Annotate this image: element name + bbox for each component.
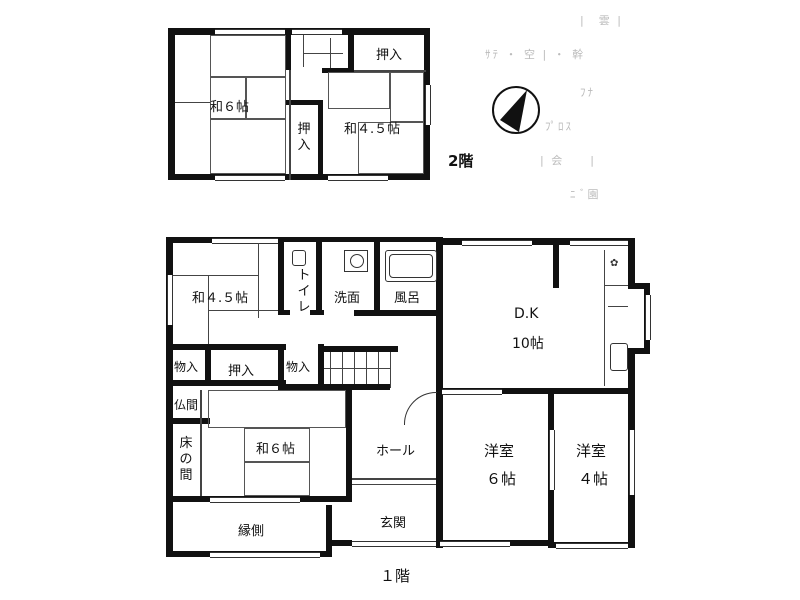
room-label-2f-washitsu-4-5: 和４.５帖: [344, 122, 401, 137]
room-label-1f-monoire-left: 物入: [174, 360, 199, 374]
room-label-1f-washitsu-4-5: 和４.５帖: [192, 291, 249, 306]
room-label-1f-washitsu-6: 和６帖: [256, 442, 296, 457]
floor-label-1f: １階: [380, 567, 411, 585]
room-label-1f-oshiire: 押入: [228, 364, 255, 379]
room-label-1f-dk-size: 10帖: [512, 336, 544, 352]
faint-scan-text: | 会 |: [540, 154, 596, 167]
floor-label-2f: 2階: [448, 152, 474, 170]
room-label-1f-engawa: 縁側: [238, 524, 265, 539]
room-label-1f-youshitsu-6-size: ６帖: [486, 470, 517, 488]
room-label-1f-monoire-right: 物入: [286, 360, 311, 374]
bathtub-icon: [385, 250, 437, 282]
room-label-2f-oshiire-top: 押入: [376, 48, 403, 63]
faint-scan-text: ﾌﾟﾛｽ: [545, 120, 573, 133]
room-label-1f-youshitsu-4: 洋室: [576, 442, 607, 460]
faint-scan-text: | 雲 |: [580, 14, 623, 27]
room-label-1f-toilet: ト イ レ: [297, 268, 311, 315]
room-label-1f-hall: ホール: [376, 444, 416, 459]
room-label-1f-genkan: 玄関: [380, 516, 407, 531]
faint-scan-text: ﾆ ﾞ園: [570, 188, 601, 201]
room-label-1f-dk: D.K: [514, 306, 539, 322]
room-label-2f-oshiire-mid: 押 入: [297, 122, 311, 153]
room-label-1f-youshitsu-6: 洋室: [484, 442, 515, 460]
door-swing-icon: [404, 392, 437, 425]
room-label-1f-tokonoma: 床 の 間: [179, 436, 193, 483]
kitchen-sink-icon: [610, 343, 628, 371]
sink-icon: [344, 250, 368, 272]
room-label-2f-washitsu-6: 和６帖: [210, 100, 250, 115]
room-label-1f-butsuma: 仏間: [174, 398, 199, 412]
faint-scan-text: ｻﾃ ・ 空 | ・ 幹: [485, 48, 586, 61]
faint-scan-text: ﾌﾅ: [580, 86, 595, 99]
stove-icon: ✿: [610, 258, 619, 269]
room-label-1f-senmen: 洗面: [334, 291, 361, 306]
room-label-1f-youshitsu-4-size: ４帖: [578, 470, 609, 488]
room-label-1f-furo: 風呂: [394, 291, 421, 306]
toilet-icon: [292, 250, 306, 266]
north-arrow-icon: [490, 84, 542, 136]
